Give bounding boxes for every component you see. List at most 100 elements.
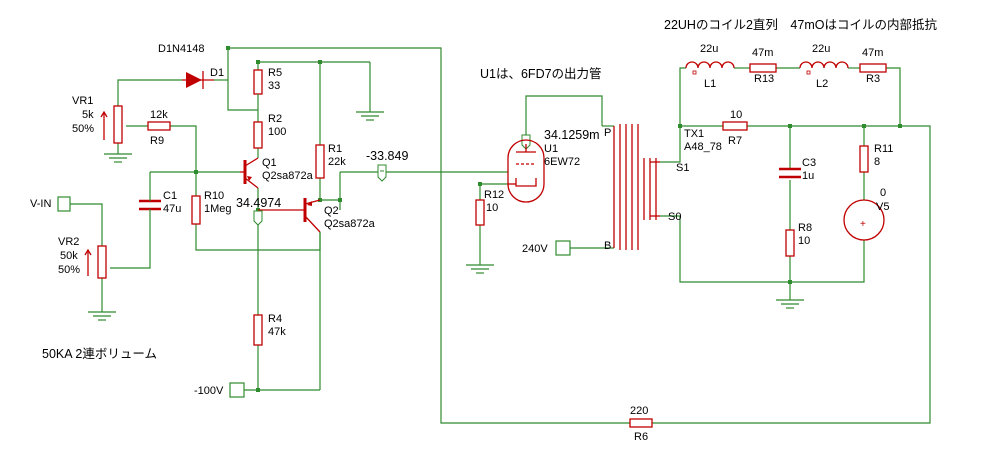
v100-label: -100V (194, 385, 224, 397)
r5-label: R5 (268, 67, 282, 79)
voltage-source-v5[interactable]: + 0 V5 (843, 187, 889, 241)
r1-value: 22k (328, 156, 346, 168)
r5-value: 33 (268, 80, 280, 92)
resistor-r1[interactable]: R1 22k (315, 143, 346, 179)
resistor-r7[interactable]: 10 R7 (722, 109, 748, 147)
resistor-r9[interactable]: 12k R9 (147, 109, 171, 147)
ground-icon (356, 108, 384, 121)
resistor-r11[interactable]: R11 8 (859, 143, 893, 173)
r6-value: 220 (630, 405, 648, 417)
r9-value: 12k (150, 109, 168, 121)
capacitor-c3[interactable]: C3 1u (779, 157, 816, 182)
r1-label: R1 (328, 143, 342, 155)
tx1-pin-p: P (604, 127, 611, 139)
r11-label: R11 (874, 143, 893, 155)
resistor-r13[interactable]: 47m R13 (749, 47, 777, 85)
potentiometer-vr2[interactable]: VR2 50k 50% (58, 236, 107, 279)
volume-note: 50KA 2連ボリューム (42, 347, 157, 361)
tx1-label: TX1 (684, 128, 704, 140)
r12-value: 10 (486, 202, 498, 214)
transistor-q1[interactable]: Q1 Q2sa872a (240, 157, 314, 189)
probe-q2-base-value: -33.849 (366, 149, 408, 163)
probe-q2-base[interactable]: -33.849 (366, 149, 408, 182)
resistor-r12[interactable]: R12 10 (475, 189, 504, 226)
plus-icon: + (860, 219, 866, 230)
c1-label: C1 (163, 190, 177, 202)
u1-label: U1 (544, 143, 558, 155)
port-240v[interactable]: 240V (522, 240, 571, 256)
r4-value: 47k (268, 326, 286, 338)
wires (70, 47, 931, 424)
transformer-tx1[interactable]: P B S1 S0 TX1 A48_78 (604, 124, 722, 252)
vr1-value: 5k (82, 109, 94, 121)
probe-q1-emitter-value: 34.4974 (236, 196, 281, 210)
tx1-pin-s0: S0 (668, 211, 681, 223)
c3-value: 1u (802, 170, 814, 182)
resistor-r5[interactable]: R5 33 (253, 67, 282, 110)
port-vin[interactable]: V-IN (30, 196, 71, 212)
vr2-label: VR2 (58, 236, 79, 248)
l1-value: 22u (700, 43, 718, 55)
transistor-q2[interactable]: Q2 Q2sa872a (258, 198, 376, 233)
r3-value: 47m (862, 47, 883, 59)
vr1-label: VR1 (72, 95, 93, 107)
q2-label: Q2 (324, 205, 339, 217)
r6-label: R6 (634, 431, 648, 443)
v240-label: 240V (522, 243, 548, 255)
resistor-r4[interactable]: R4 47k (253, 313, 286, 346)
r9-label: R9 (150, 135, 164, 147)
resistor-r3[interactable]: 47m R3 (859, 47, 887, 85)
r13-label: R13 (754, 73, 774, 85)
tube-note: U1は、6FD7の出力管 (480, 66, 602, 81)
probe-u1-plate-value: 34.1259m (544, 128, 600, 142)
ground-icon (776, 299, 804, 309)
resistor-r10[interactable]: R10 1Meg (191, 190, 232, 225)
resistor-r8[interactable]: R8 10 (785, 222, 812, 257)
junction-nodes (194, 46, 902, 392)
capacitor-c1[interactable]: C1 47u (139, 190, 181, 215)
d1-part: D1N4148 (158, 43, 204, 55)
r12-label: R12 (484, 189, 504, 201)
ground-symbols (88, 108, 804, 321)
vin-label: V-IN (30, 198, 51, 210)
r11-value: 8 (874, 156, 880, 168)
ground-icon (466, 264, 494, 274)
r3-label: R3 (866, 73, 880, 85)
probe-u1-plate[interactable]: 34.1259m (521, 128, 600, 150)
probe-q1-emitter[interactable]: 34.4974 (236, 196, 281, 226)
r2-value: 100 (268, 126, 286, 138)
v5-label: V5 (876, 201, 889, 213)
tx1-pin-b: B (604, 240, 611, 252)
l2-value: 22u (812, 43, 830, 55)
r10-value: 1Meg (204, 203, 232, 215)
port-minus100v[interactable]: -100V (194, 382, 245, 398)
inductor-l2[interactable]: 22u L2 (799, 43, 849, 90)
r8-value: 10 (798, 235, 810, 247)
q1-label: Q1 (262, 157, 277, 169)
potentiometer-vr1[interactable]: VR1 5k 50% (72, 95, 123, 144)
vacuum-tube-u1[interactable]: U1 6EW72 (507, 139, 580, 203)
ground-icon (104, 153, 132, 163)
u1-part: 6EW72 (544, 156, 580, 168)
r8-label: R8 (798, 222, 812, 234)
resistor-r2[interactable]: R2 100 (253, 113, 286, 149)
ground-icon (88, 311, 116, 321)
r7-value: 10 (730, 109, 742, 121)
c1-value: 47u (163, 203, 181, 215)
vr1-setting: 50% (72, 123, 94, 135)
q2-part: Q2sa872a (324, 218, 376, 230)
q1-part: Q2sa872a (262, 170, 314, 182)
tx1-pin-s1: S1 (676, 162, 689, 174)
r10-label: R10 (204, 190, 224, 202)
c3-label: C3 (802, 157, 816, 169)
d1-label: D1 (210, 67, 224, 79)
l1-label: L1 (704, 78, 716, 90)
inductor-l1[interactable]: 22u L1 (685, 43, 735, 90)
r7-label: R7 (728, 135, 742, 147)
vr2-value: 50k (60, 250, 78, 262)
vr2-setting: 50% (58, 264, 80, 276)
diode-d1[interactable]: D1N4148 D1 (158, 43, 224, 89)
r13-value: 47m (752, 47, 773, 59)
resistor-r6[interactable]: 220 R6 (629, 405, 653, 443)
